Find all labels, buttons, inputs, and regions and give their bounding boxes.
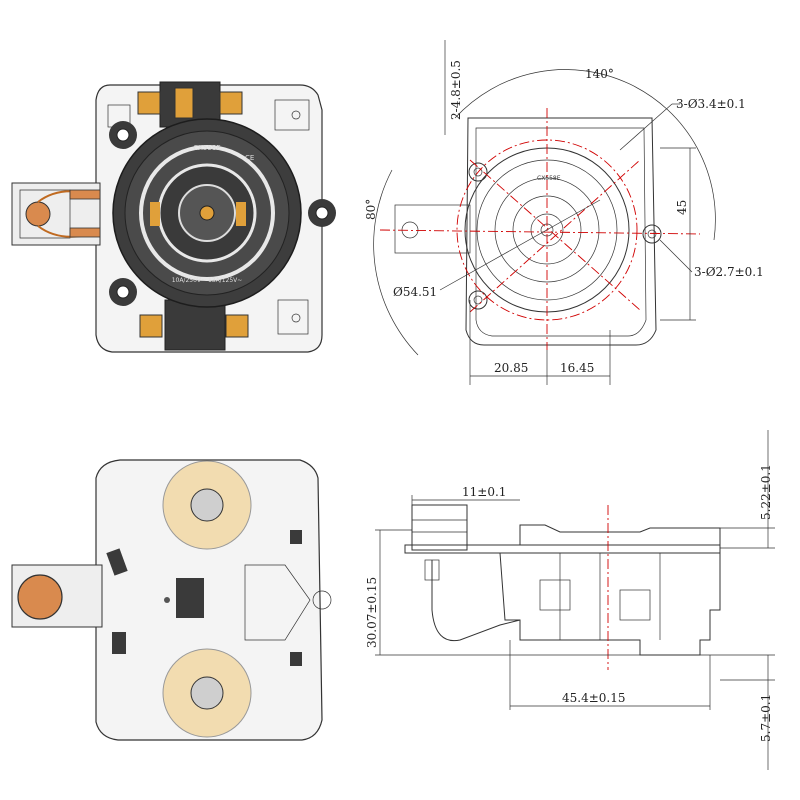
bottom-left-underside-view [11, 459, 332, 741]
brass-terminal [137, 91, 161, 115]
body-ring-outline [530, 213, 564, 247]
rivet-contact [190, 676, 224, 710]
bottom-right-side-view: 11±0.1 30.07±0.15 5.22±0.1 45.4±0.15 5.7… [365, 430, 775, 770]
dim-leader [659, 239, 693, 273]
centerline-horizontal [379, 229, 701, 235]
mount-hole-small [647, 229, 657, 239]
dim-top-offset: 2-4.8±0.5 [449, 60, 463, 120]
plate-recess-tr [274, 99, 310, 131]
top-plate-outline [404, 544, 721, 554]
ce-mark-icon: CE [245, 154, 254, 162]
brass-terminal [174, 87, 194, 119]
connector-outline [394, 204, 471, 254]
base-outline [465, 117, 657, 346]
underside-plate [95, 459, 323, 741]
brass-terminal [225, 314, 249, 338]
centerline-diagonal [469, 159, 641, 313]
mount-hole [291, 110, 301, 120]
center-contact [236, 202, 246, 226]
body-ring-outline [494, 177, 600, 283]
bimetal-disc [17, 574, 63, 620]
center-contact [150, 202, 160, 226]
angle-arc-80 [373, 169, 419, 356]
dim-angle-top: 140° [585, 67, 614, 81]
body-rating-label: 10A/250V~ 13A/125V~ [172, 277, 243, 284]
raised-housing [244, 564, 311, 641]
top-plate-upper [519, 524, 721, 546]
centerline-diagonal [469, 159, 641, 311]
mount-hole [116, 128, 130, 142]
mount-hole [315, 206, 329, 220]
dim-span: 45.4±0.15 [562, 691, 626, 705]
connector-head [411, 504, 468, 551]
dim-large-holes: 3-Ø3.4±0.1 [676, 97, 746, 111]
dim-width-right: 16.45 [560, 361, 594, 375]
dim-top: 5.22±0.1 [759, 464, 773, 520]
clip-tab [112, 632, 126, 654]
body-ring-light [139, 145, 275, 281]
dim-leader [619, 103, 673, 151]
terminal-block-bottom [164, 299, 226, 351]
body-model-label: CX558E [537, 175, 561, 182]
base-inner-outline [475, 127, 647, 337]
contact-strip [69, 227, 101, 238]
lead-wire [431, 560, 521, 642]
mount-hole-large [468, 290, 488, 310]
mount-hole-small [473, 295, 483, 305]
contact-strip [69, 189, 101, 200]
mount-hole [291, 313, 301, 323]
rivet-contact [190, 488, 224, 522]
clip-tab [290, 530, 302, 544]
body-ring-outline [476, 159, 618, 301]
mount-hole-small [473, 167, 483, 177]
top-right-dimension-view: CX558E 140° 80° 2-4.8±0.5 3-Ø3.4±0.1 3-Ø… [364, 40, 764, 385]
body-detail [539, 579, 571, 611]
mount-hole-large [642, 224, 662, 244]
brass-terminal [139, 314, 163, 338]
mount-hole-large [468, 162, 488, 182]
dim-width-left: 20.85 [494, 361, 528, 375]
body-ring-outline [512, 195, 582, 265]
bimetal-disc [25, 201, 51, 227]
lower-body-outline [499, 552, 721, 656]
dim-diameter: Ø54.51 [393, 285, 437, 299]
dim-tab: 11±0.1 [462, 485, 506, 499]
dim-angle-left: 80° [364, 199, 378, 220]
angle-arc-140 [454, 69, 716, 241]
body-detail [619, 589, 651, 621]
mount-hole [312, 590, 332, 610]
dim-leader [439, 199, 601, 291]
connector-arm-inner [19, 189, 71, 239]
brass-terminal [219, 91, 243, 115]
mount-hole [116, 285, 130, 299]
pivot-point [164, 597, 170, 603]
plate-recess-br [277, 299, 309, 335]
clip-tab [290, 652, 302, 666]
body-model-label: CX558E [193, 144, 220, 152]
pitch-circle [456, 139, 638, 321]
wire-sleeve [424, 559, 440, 581]
dim-small-holes: 3-Ø2.7±0.1 [694, 265, 764, 279]
center-slot [176, 578, 204, 618]
top-left-top-view: CX558E 10A/250V~ 13A/125V~ CE [11, 81, 336, 353]
center-pin [199, 205, 215, 221]
clip-tab [106, 548, 128, 576]
dim-total-height: 30.07±0.15 [365, 577, 379, 648]
dim-height: 45 [675, 200, 689, 215]
dim-bottom: 5.7±0.1 [759, 694, 773, 742]
